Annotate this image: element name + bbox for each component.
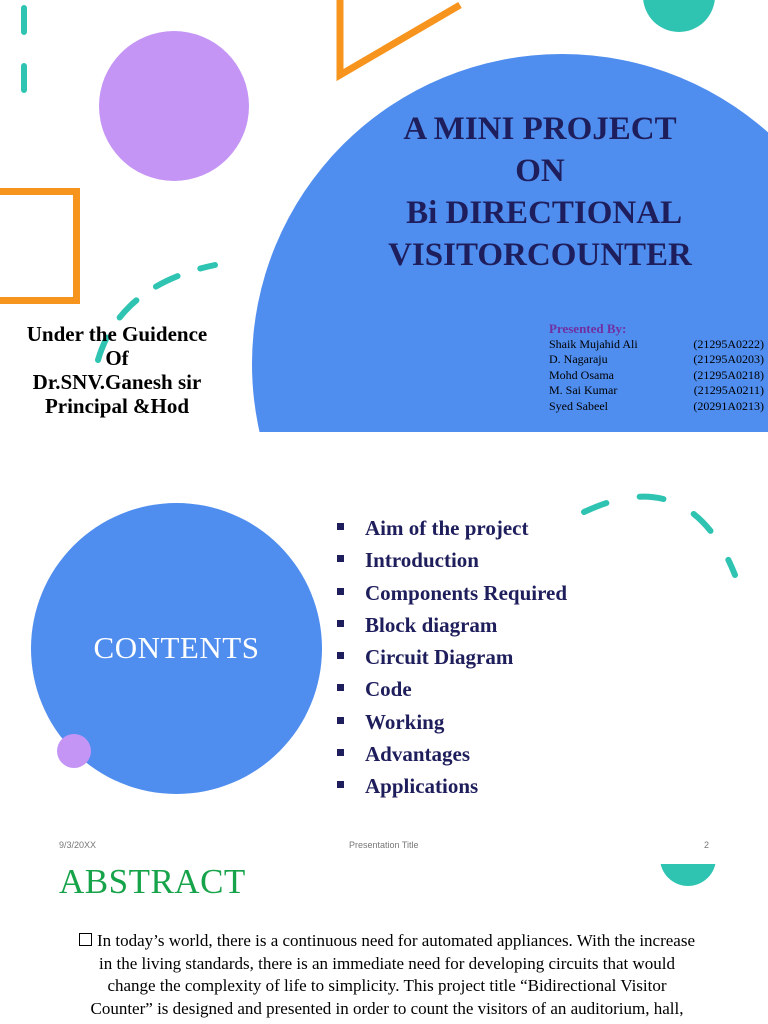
list-item-label: Aim of the project	[365, 516, 529, 540]
presenter-id: (21295A0203)	[693, 352, 764, 367]
list-item: Introduction	[336, 544, 567, 576]
presenter-id: (20291A0213)	[693, 398, 764, 413]
presenter-row: Shaik Mujahid Ali (21295A0222)	[549, 337, 764, 353]
list-item-label: Introduction	[365, 548, 479, 573]
bullet-icon	[337, 619, 344, 627]
presenters-block: Presented By: Shaik Mujahid Ali (21295A02…	[549, 321, 764, 415]
presenter-name: Mohd Osama	[549, 367, 614, 382]
abstract-line-3: change the complexity of life to simplic…	[107, 976, 667, 995]
list-item-label: Block diagram	[365, 612, 498, 637]
presenter-row: Syed Sabeel (20291A0213)	[549, 399, 764, 415]
bullet-icon	[337, 684, 344, 692]
checkbox-bullet-icon	[78, 933, 92, 946]
title-line-1: A MINI PROJECT	[403, 111, 677, 147]
bullet-icon	[337, 749, 344, 757]
contents-slide: CONTENTS Aim of the project Introduction…	[0, 432, 768, 864]
footer-title: Presentation Title	[349, 840, 419, 850]
presenter-name: M. Sai Kumar	[549, 383, 618, 398]
bullet-icon	[337, 652, 344, 660]
presenter-name: D. Nagaraju	[549, 352, 608, 367]
list-item-label: Circuit Diagram	[365, 645, 514, 670]
bullet-icon	[337, 523, 344, 530]
abstract-line-4: Counter” is designed and presented in or…	[90, 998, 684, 1018]
abstract-slide: ABSTRACT In today’s world, there is a co…	[0, 864, 768, 1024]
presenter-row: D. Nagaraju (21295A0203)	[549, 352, 764, 368]
list-item-label: Applications	[365, 774, 479, 799]
bullet-icon	[337, 555, 344, 563]
presenter-row: M. Sai Kumar (21295A0211)	[549, 383, 764, 399]
guidance-line-4: Principal &Hod	[44, 394, 190, 418]
footer-date: 9/3/20XX	[59, 840, 97, 850]
list-item-label: Working	[365, 709, 445, 734]
purple-dot-decoration	[57, 734, 91, 768]
orange-triangle-decoration	[336, 0, 462, 82]
contents-heading: CONTENTS	[93, 630, 260, 665]
contents-list: Aim of the project Introduction Componen…	[336, 512, 567, 803]
list-item-label: Code	[365, 677, 412, 702]
footer-page-number: 2	[704, 840, 710, 850]
presenter-id: (21295A0211)	[693, 383, 764, 398]
bullet-icon	[337, 587, 344, 595]
list-item: Block diagram	[336, 609, 567, 641]
list-item: Aim of the project	[336, 512, 567, 544]
orange-square-decoration	[0, 188, 80, 304]
abstract-line-2: in the living standards, there is an imm…	[99, 953, 675, 973]
purple-circle-decoration	[99, 31, 249, 181]
teal-dashed-arc	[95, 262, 218, 363]
presenter-name: Shaik Mujahid Ali	[549, 336, 638, 351]
abstract-line-1: In today’s world, there is a continuous …	[37, 930, 737, 953]
project-title: A MINI PROJECT ON Bi DIRECTIONAL VISITOR…	[340, 108, 740, 276]
bullet-icon	[337, 716, 344, 724]
title-slide: A MINI PROJECT ON Bi DIRECTIONAL VISITOR…	[0, 0, 768, 432]
list-item: Circuit Diagram	[336, 641, 567, 673]
guidance-block: Under the Guidence Of Dr.SNV.Ganesh sir …	[10, 322, 224, 418]
list-item: Code	[336, 673, 567, 705]
presented-by-heading: Presented By:	[549, 321, 627, 336]
presenter-id: (21295A0222)	[693, 336, 764, 351]
presenter-name: Syed Sabeel	[549, 398, 608, 413]
guidance-line-3: Dr.SNV.Ganesh sir	[32, 370, 202, 394]
title-line-3: Bi DIRECTIONAL	[397, 195, 683, 231]
title-line-4: VISITORCOUNTER	[388, 237, 692, 273]
decorative-shapes	[21, 0, 462, 363]
list-item: Components Required	[336, 577, 567, 609]
abstract-heading: ABSTRACT	[59, 864, 246, 901]
decorative-shapes	[581, 493, 738, 578]
list-item: Advantages	[336, 738, 567, 770]
presenter-id: (21295A0218)	[693, 367, 764, 382]
title-line-2: ON	[515, 153, 565, 189]
teal-circle-decoration	[660, 864, 716, 886]
list-item-label: Components Required	[365, 580, 568, 605]
list-item-label: Advantages	[365, 742, 471, 767]
presenter-row: Mohd Osama (21295A0218)	[549, 368, 764, 384]
abstract-line-text: In today’s world, there is a continuous …	[96, 931, 696, 950]
bullet-icon	[337, 781, 344, 789]
list-item: Applications	[336, 770, 567, 802]
guidance-line-2: Of	[105, 346, 129, 370]
abstract-paragraph: In today’s world, there is a continuous …	[37, 930, 737, 1020]
guidance-line-1: Under the Guidence	[26, 322, 208, 346]
teal-dashed-arc	[581, 493, 738, 578]
list-item: Working	[336, 706, 567, 738]
